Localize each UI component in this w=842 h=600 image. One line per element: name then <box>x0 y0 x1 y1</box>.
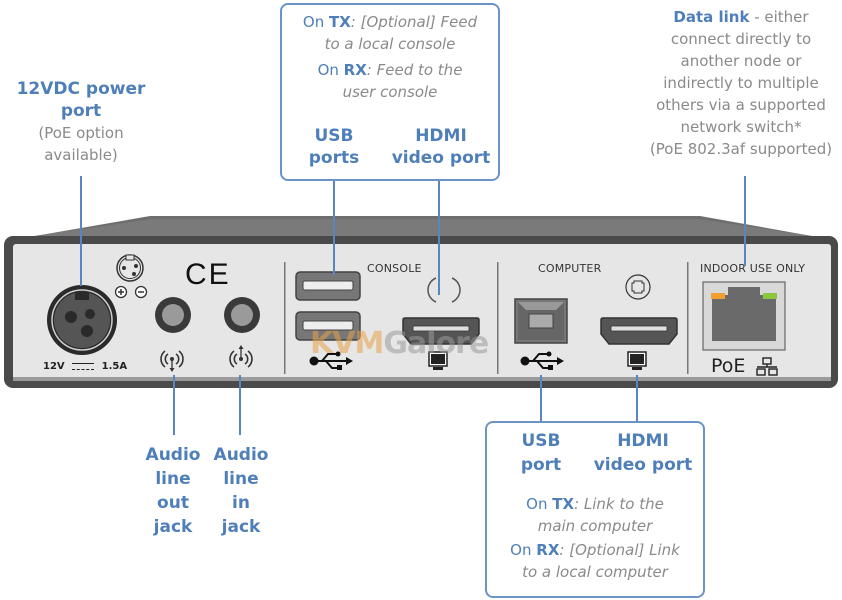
leader-line-computer-hdmi <box>636 375 638 422</box>
computer-rx-line1: On RX: [Optional] Link <box>510 541 680 559</box>
console-rx-line1: On RX: Feed to the <box>317 61 463 79</box>
power-title-line1: 12VDC power <box>16 79 146 99</box>
power-port-connector <box>47 285 117 355</box>
callout-audio-in: Audio line in jack <box>213 445 269 537</box>
monitor-icon <box>428 351 448 370</box>
watermark-galore: Galore <box>383 326 489 361</box>
power-current: 1.5A <box>101 361 128 372</box>
device-faceplate <box>13 244 831 380</box>
audio-out-icon <box>160 350 184 372</box>
audio-in-icon <box>229 345 253 368</box>
console-tx-line2: to a local console <box>324 35 456 53</box>
computer-tx-line1: On TX: Link to the <box>526 495 664 513</box>
console-usb-ports <box>295 271 361 341</box>
console-usb-label: USB ports <box>308 126 360 168</box>
leader-line-audio-out <box>173 375 175 435</box>
dc-symbol-icon <box>72 362 95 370</box>
watermark-kvm: KVM <box>310 326 384 361</box>
computer-usb-label: USB port <box>520 431 562 475</box>
callout-data-link: Data link - either connect directly to a… <box>640 6 842 160</box>
divider <box>284 262 286 374</box>
tx-label: TX <box>552 495 575 513</box>
power-title-line2: port <box>60 101 102 121</box>
leader-line-data-link <box>744 176 746 266</box>
power-note-line2: available) <box>44 146 118 164</box>
audio-in-jack <box>224 297 260 333</box>
network-icon <box>756 357 778 376</box>
leader-line-computer-usb <box>540 375 542 422</box>
audio-out-jack <box>155 297 191 333</box>
monitor-icon <box>627 351 647 370</box>
data-link-line1: Data link - either <box>673 8 809 26</box>
data-link-title: Data link <box>673 8 750 26</box>
computer-tx-line2: main computer <box>537 517 653 535</box>
callout-power: 12VDC power port (PoE option available) <box>0 78 162 166</box>
console-rx-line2: user console <box>342 83 438 101</box>
power-note-line1: (PoE option <box>38 124 124 142</box>
console-tx-line1: On TX: [Optional] Feed <box>302 13 478 31</box>
watermark: KVMGalore <box>310 326 489 361</box>
usb-icon <box>520 351 564 370</box>
computer-usb-b-port <box>514 298 568 344</box>
usb-icon <box>309 351 353 370</box>
callout-console: On TX: [Optional] Feed to a local consol… <box>280 3 500 181</box>
callout-computer: USB port HDMI video port On TX: Link to … <box>485 421 705 598</box>
tx-label: TX <box>328 13 351 31</box>
led-orange <box>711 293 725 299</box>
screw-icon <box>625 274 651 300</box>
led-green <box>763 293 777 299</box>
power-voltage: 12V <box>43 361 65 372</box>
rj45-data-link-port <box>702 281 786 351</box>
computer-hdmi-port <box>600 317 678 345</box>
ce-mark: CE <box>185 258 231 291</box>
computer-hdmi-label: HDMI video port <box>593 431 693 475</box>
console-section-label: CONSOLE <box>367 262 422 275</box>
poe-label: PoE <box>711 355 746 377</box>
divider <box>497 262 499 374</box>
rx-label: RX <box>343 61 367 79</box>
console-hdmi-label: HDMI video port <box>391 126 491 168</box>
polarity-icon <box>114 254 148 299</box>
callout-audio-out: Audio line out jack <box>145 445 201 537</box>
leader-line-console-hdmi <box>438 180 440 295</box>
indoor-use-label: INDOOR USE ONLY <box>700 262 806 275</box>
console-hdmi-port <box>402 317 480 345</box>
computer-rx-line2: to a local computer <box>522 563 668 581</box>
rx-label: RX <box>536 541 560 559</box>
leader-line-console-usb <box>333 180 335 275</box>
leader-line-power <box>80 176 82 286</box>
hdmi-screw-hole <box>427 277 461 303</box>
power-rating-label: 12V 1.5A <box>43 361 127 372</box>
leader-line-audio-in <box>239 375 241 435</box>
computer-section-label: COMPUTER <box>538 262 602 275</box>
divider <box>687 262 689 374</box>
